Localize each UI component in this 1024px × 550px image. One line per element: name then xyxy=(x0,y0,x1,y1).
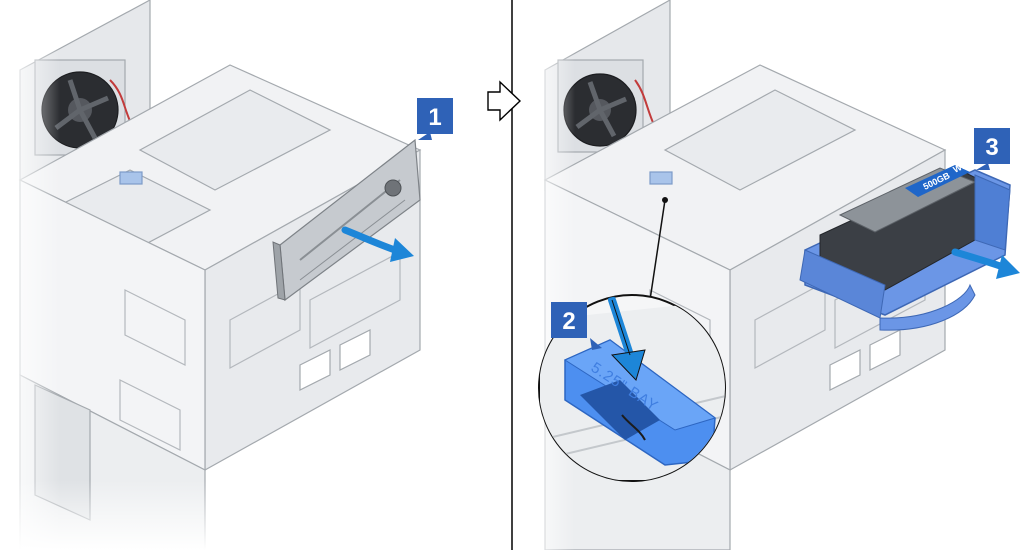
step-1-badge: 1 xyxy=(417,98,453,140)
removal-arrow-right xyxy=(951,248,1020,279)
step-2-number: 2 xyxy=(562,308,575,335)
bay-latch: 5.25" BAY xyxy=(563,339,717,466)
left-chassis xyxy=(18,0,422,550)
callout-zoom: 5.25" BAY xyxy=(538,294,726,482)
press-arrow-icon xyxy=(608,296,646,381)
hard-drive-assembly: 500GB WD xyxy=(799,159,1011,331)
step-3-badge: 3 xyxy=(974,128,1010,170)
step-2-badge: 2 xyxy=(551,302,602,350)
next-step-arrow-icon xyxy=(487,80,522,122)
step-3-number: 3 xyxy=(985,134,998,161)
callout-leader-line xyxy=(649,199,666,301)
fan-icon xyxy=(563,73,637,147)
step-1-number: 1 xyxy=(428,104,441,131)
removal-arrow-left xyxy=(341,226,414,262)
expansion-card xyxy=(272,138,421,302)
fan-icon xyxy=(41,71,119,149)
